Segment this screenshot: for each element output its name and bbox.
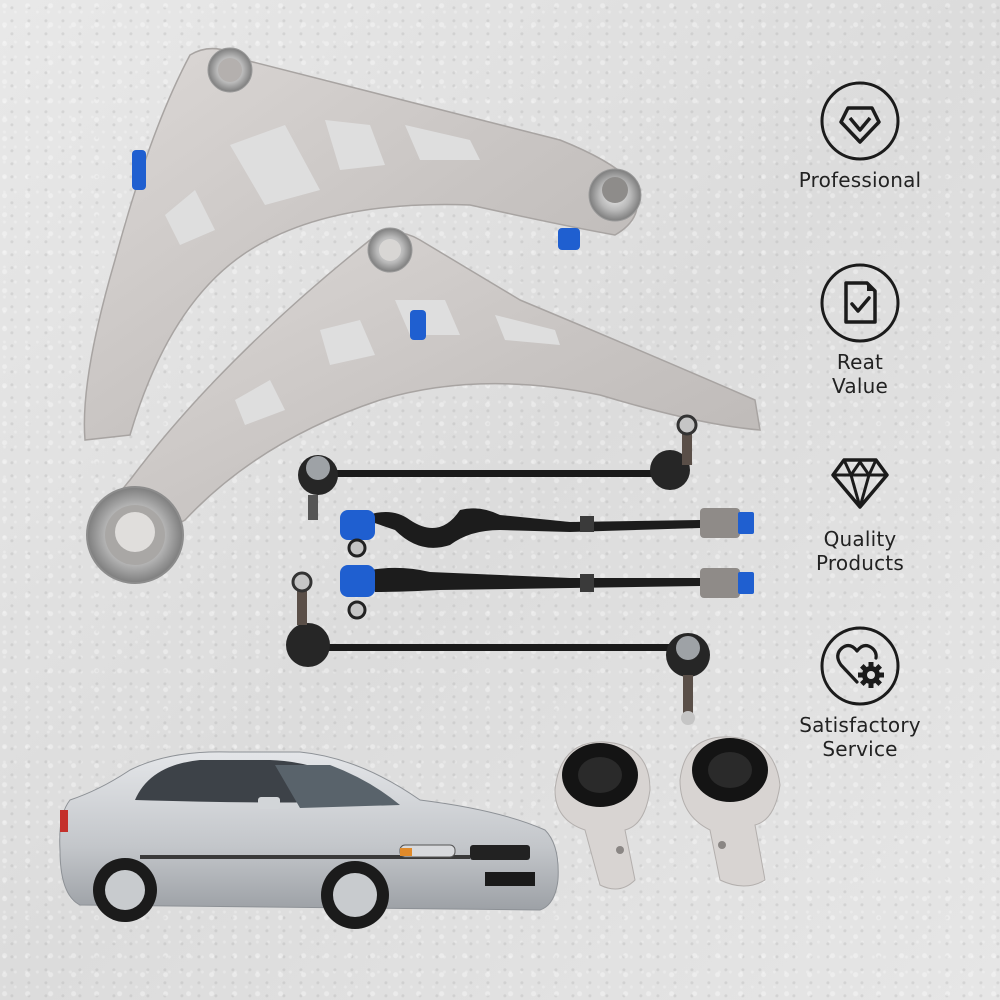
tie-rod-bottom	[340, 565, 754, 620]
feature-value: Reat Value	[780, 262, 940, 398]
feature-service: Satisfactory Service	[780, 625, 940, 761]
control-arm-lower	[86, 227, 761, 584]
stabilizer-link-bottom	[286, 571, 710, 725]
feature-label-line1: Reat	[836, 350, 884, 374]
document-check-icon	[820, 263, 900, 343]
feature-list: Professional Reat Value Quality Products	[780, 0, 940, 1000]
bushing-right	[679, 736, 781, 887]
stabilizer-link-top	[298, 414, 698, 520]
diamond-icon	[831, 458, 889, 509]
gem-badge-icon	[820, 81, 900, 161]
feature-label-line1: Satisfactory	[799, 713, 921, 737]
vehicle-silver-sedan	[59, 751, 559, 929]
tie-rod-top	[340, 508, 754, 558]
feature-label-line2: Service	[822, 737, 898, 761]
feature-quality: Quality Products	[780, 455, 940, 575]
feature-label-line1: Quality	[823, 527, 897, 551]
feature-label-line2: Value	[832, 374, 888, 398]
heart-gear-icon	[820, 626, 900, 706]
feature-label-line2: Products	[816, 551, 904, 575]
feature-professional: Professional	[780, 80, 940, 192]
bushing-left	[554, 741, 651, 890]
control-arm-upper	[83, 47, 642, 441]
feature-label: Professional	[798, 168, 922, 192]
